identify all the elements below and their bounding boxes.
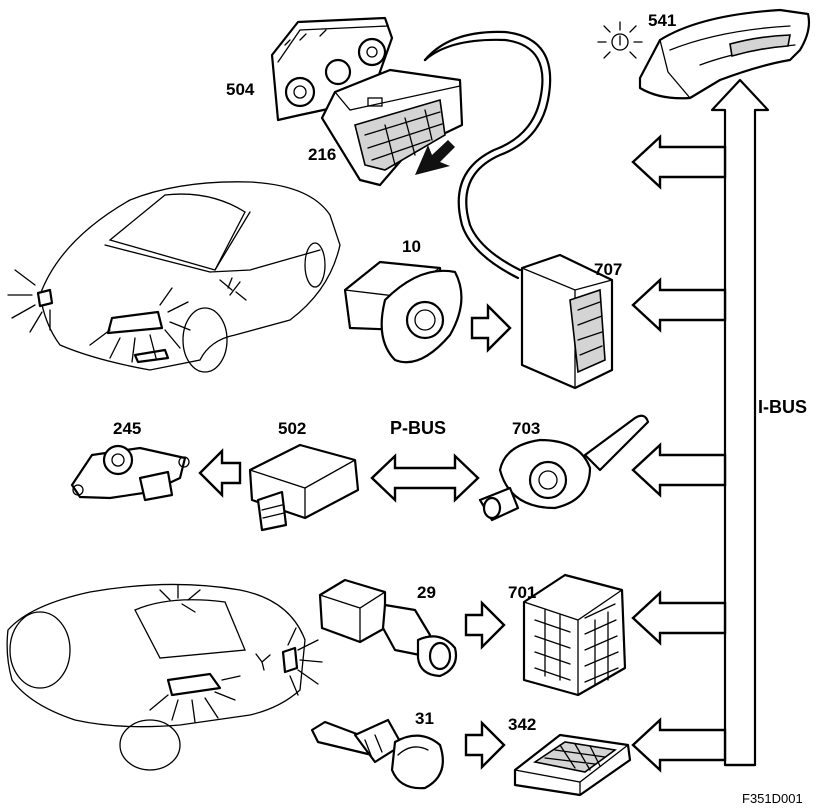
warning-light-icon [597, 21, 643, 59]
label-29: 29 [417, 583, 436, 602]
fuse-box-342 [513, 733, 632, 797]
relay-box-701 [522, 573, 627, 697]
ibus-branch-arrow-1 [631, 134, 727, 190]
label-504: 504 [226, 80, 255, 99]
ibus-branch-arrow-2 [631, 277, 727, 333]
pbus-label: P-BUS [390, 418, 446, 438]
light-switch-10 [343, 260, 463, 364]
label-342: 342 [508, 715, 536, 734]
control-unit-502 [248, 443, 360, 532]
sensor-245 [70, 444, 190, 502]
label-216: 216 [308, 145, 336, 164]
label-707: 707 [594, 260, 622, 279]
signal-arrow [464, 720, 506, 770]
label-701: 701 [508, 583, 536, 602]
label-703: 703 [512, 419, 540, 438]
car-rear-outline [6, 583, 323, 771]
signal-arrow [464, 600, 506, 650]
cable [423, 30, 552, 272]
figure-reference: F351D001 [742, 791, 803, 806]
ibus-branch-arrow-5 [631, 717, 727, 773]
signal-arrow [198, 448, 242, 498]
temp-sensor-31 [310, 718, 444, 790]
instrument-cluster-541 [638, 8, 811, 100]
ibus-branch-arrow-3 [631, 442, 727, 498]
label-541: 541 [648, 11, 676, 30]
signal-arrow [470, 303, 512, 353]
pbus-arrow [370, 453, 480, 503]
control-module-707 [520, 253, 614, 390]
car-front-outline [7, 181, 341, 373]
radio-unit-216 [320, 68, 464, 187]
label-245: 245 [113, 419, 141, 438]
label-502: 502 [278, 419, 306, 438]
ibus-line [631, 78, 770, 773]
steering-switch-703 [478, 414, 650, 522]
label-10: 10 [402, 237, 421, 256]
insert-arrow-icon [415, 140, 455, 175]
ibus-branch-arrow-4 [631, 590, 727, 646]
label-31: 31 [415, 709, 434, 728]
brake-switch-29 [318, 578, 458, 678]
ibus-label: I-BUS [758, 397, 807, 417]
